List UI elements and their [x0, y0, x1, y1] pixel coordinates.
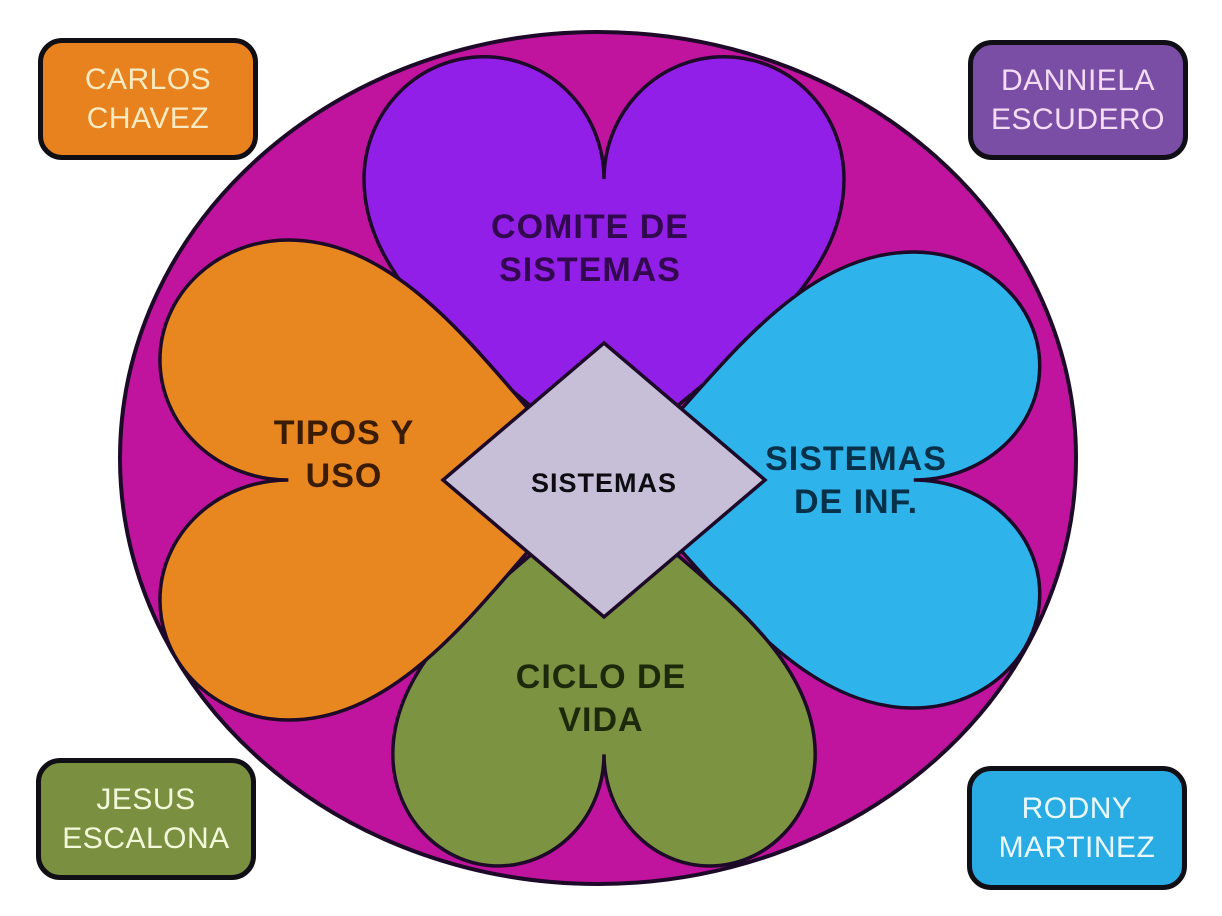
- heart-sistemas-inf-label-line2: DE INF.: [794, 483, 918, 521]
- heart-comite-label-line2: SISTEMAS: [499, 251, 681, 289]
- heart-tipos-label-line2: USO: [306, 457, 383, 495]
- heart-sistemas-inf-label-line1: SISTEMAS: [765, 440, 947, 478]
- center-diamond-label: SISTEMAS: [531, 468, 677, 498]
- name-card-line2: CHAVEZ: [86, 102, 210, 135]
- heart-ciclo-label-line2: VIDA: [558, 701, 643, 739]
- heart-ciclo-label-line1: CICLO DE: [516, 658, 686, 696]
- name-card-line1: CARLOS: [84, 63, 212, 96]
- name-card-jesus-escalona: JESUS ESCALONA: [36, 758, 256, 880]
- center-diamond: [440, 340, 768, 620]
- name-card-line2: ESCALONA: [62, 822, 230, 855]
- name-card-rodny-martinez: RODNY MARTINEZ: [967, 766, 1187, 890]
- name-card-line1: DANNIELA: [1000, 64, 1156, 97]
- name-card-danniela-escudero: DANNIELA ESCUDERO: [968, 40, 1188, 160]
- heart-comite-label-line1: COMITE DE: [491, 208, 689, 246]
- name-card-line1: RODNY: [1021, 792, 1133, 825]
- name-card-carlos-chavez: CARLOS CHAVEZ: [38, 38, 258, 160]
- name-card-line1: JESUS: [96, 783, 196, 816]
- name-card-line2: MARTINEZ: [998, 831, 1156, 864]
- heart-tipos-label-line1: TIPOS Y: [274, 414, 415, 452]
- name-card-line2: ESCUDERO: [990, 103, 1166, 136]
